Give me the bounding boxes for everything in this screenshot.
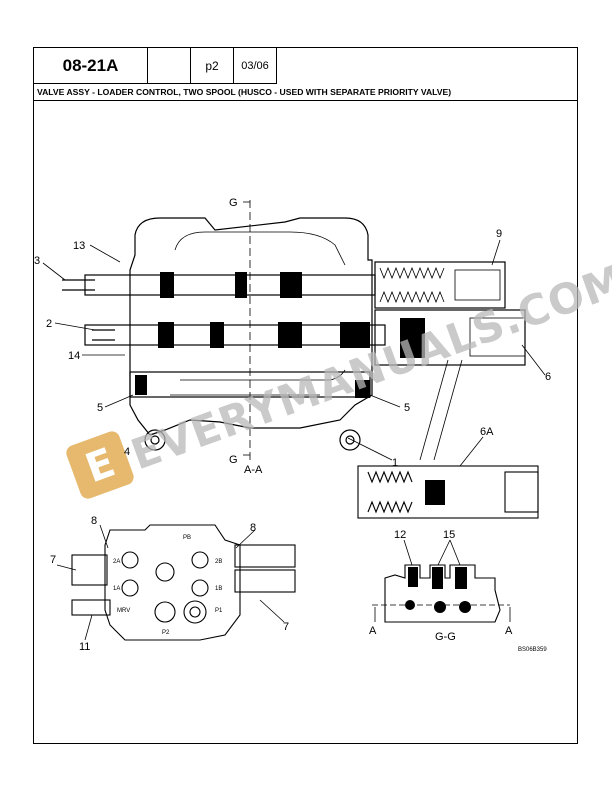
- header-table: 08-21A p2 03/06: [34, 48, 277, 84]
- callout-1: 1: [392, 457, 398, 469]
- revision-date: 03/06: [234, 48, 277, 83]
- section-g-top: G: [229, 197, 238, 209]
- callout-8-right: 8: [250, 522, 256, 534]
- valve-body-outline: [129, 217, 373, 436]
- page-number: p2: [191, 48, 234, 83]
- arrow-a-right: A: [505, 625, 513, 637]
- callout-6: 6: [545, 371, 551, 383]
- section-aa-label: A-A: [244, 464, 263, 476]
- callout-labels: G G A-A G-G A A 1 2 3 4 5 5 6 6A 7 7 8 8…: [34, 197, 551, 653]
- callout-4: 4: [124, 446, 130, 458]
- callout-8-left: 8: [91, 515, 97, 527]
- port-1a: 1A: [113, 586, 120, 592]
- callout-5-right: 5: [404, 402, 410, 414]
- callout-13: 13: [73, 240, 85, 252]
- section-g-bottom: G: [229, 454, 238, 466]
- callout-12: 12: [394, 529, 406, 541]
- port-p2: P2: [162, 630, 170, 636]
- callout-5-left: 5: [97, 402, 103, 414]
- port-pb: PB: [183, 535, 191, 541]
- port-p1: P1: [215, 608, 223, 614]
- document-title: VALVE ASSY - LOADER CONTROL, TWO SPOOL (…: [34, 83, 577, 101]
- callout-7-right: 7: [283, 621, 289, 633]
- lower-spool: [84, 324, 386, 346]
- callout-9: 9: [496, 228, 502, 240]
- upper-spool: [84, 274, 376, 296]
- document-code: 08-21A: [34, 48, 148, 83]
- callout-11: 11: [79, 641, 90, 653]
- watermark-logo-icon: [66, 431, 134, 499]
- port-2a: 2A: [113, 559, 120, 565]
- valve-exterior: [104, 524, 241, 641]
- drawing-code: BS06B359: [518, 647, 547, 653]
- callout-7-left: 7: [50, 554, 56, 566]
- section-gg-label: G-G: [435, 631, 456, 643]
- port-mrv: MRV: [117, 608, 130, 614]
- port-2b: 2B: [215, 559, 222, 565]
- upper-spring-cap: [374, 261, 506, 309]
- port-1b: 1B: [215, 586, 222, 592]
- callout-2: 2: [46, 318, 52, 330]
- arrow-a-left: A: [369, 625, 377, 637]
- callout-15: 15: [443, 529, 455, 541]
- callout-14: 14: [68, 350, 80, 362]
- callout-6a: 6A: [480, 426, 494, 438]
- section-gg: [384, 564, 501, 623]
- page-frame: 08-21A p2 03/06 VALVE ASSY - LOADER CONT…: [33, 47, 578, 744]
- header-blank-cell: [148, 48, 191, 83]
- callout-3: 3: [34, 255, 40, 267]
